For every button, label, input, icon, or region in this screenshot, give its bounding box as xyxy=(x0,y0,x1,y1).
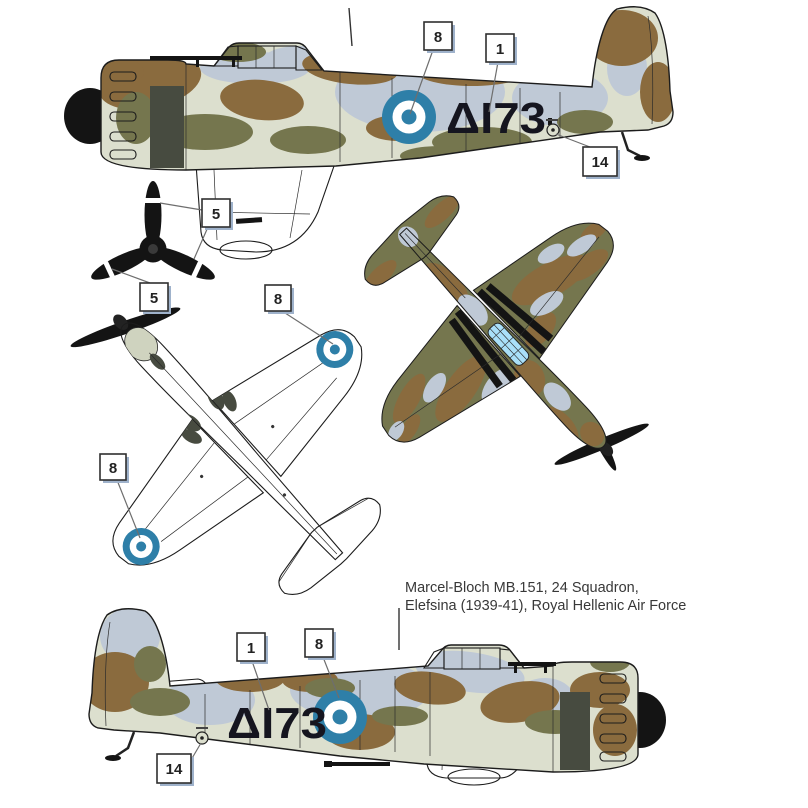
engine-opening xyxy=(150,86,184,168)
top-plan-view xyxy=(353,184,649,471)
callout-number: 1 xyxy=(496,41,504,58)
leader-lines xyxy=(111,49,591,761)
aircraft-code: ΔI73 xyxy=(227,699,327,748)
cowl-louvers xyxy=(599,673,627,762)
engine-opening xyxy=(560,692,590,770)
propeller-detail-view xyxy=(91,181,215,280)
hellenic-roundel xyxy=(382,90,436,144)
callout-top-detail: 14 xyxy=(582,146,620,179)
caption: Marcel-Bloch MB.151, 24 Squadron, Elefsi… xyxy=(405,580,686,614)
antenna-mast xyxy=(348,7,353,47)
propeller-blade xyxy=(91,247,154,280)
caption-line1: Marcel-Bloch MB.151, 24 Squadron, xyxy=(405,580,639,596)
tail-skid xyxy=(115,731,136,758)
caption-line2: Elefsina (1939-41), Royal Hellenic Air F… xyxy=(405,598,686,614)
access-panel-detail xyxy=(195,727,209,745)
hellenic-roundel xyxy=(313,690,367,744)
callout-number: 5 xyxy=(212,206,220,223)
wing-roundel-right xyxy=(316,330,354,368)
tail-skid xyxy=(620,131,641,158)
callout-propeller-lower: 5 xyxy=(139,282,171,314)
callout-bottom-code: 1 xyxy=(236,632,268,664)
wing-gun xyxy=(324,761,390,767)
callout-number: 14 xyxy=(592,154,609,171)
callout-bottom-roundel: 8 xyxy=(304,628,336,660)
callout-number: 8 xyxy=(274,291,282,308)
stencil-mark xyxy=(548,118,552,125)
spinner xyxy=(113,314,129,330)
underside-plan-view xyxy=(70,299,392,607)
landing-gear-fairing xyxy=(195,163,335,253)
callout-top-code: 1 xyxy=(485,33,517,65)
wheel-spat xyxy=(219,240,273,260)
canopy xyxy=(423,647,526,670)
callout-number: 5 xyxy=(150,290,158,307)
bottom-side-profile-view: ΔI73 xyxy=(88,608,666,786)
callout-number: 8 xyxy=(434,29,442,46)
callout-number: 8 xyxy=(315,636,323,653)
wheel-spat xyxy=(447,768,501,786)
wing-roundel-left xyxy=(122,528,160,566)
camouflage-pattern xyxy=(364,195,609,460)
machine-gun xyxy=(150,56,242,67)
callout-number: 1 xyxy=(247,640,255,657)
canopy xyxy=(487,322,530,366)
callout-number: 14 xyxy=(166,761,183,778)
callout-underside-right-roundel: 8 xyxy=(264,284,294,314)
callout-bottom-detail: 14 xyxy=(156,753,194,786)
callout-top-roundel: 8 xyxy=(423,21,455,53)
propeller-blade xyxy=(152,247,215,280)
machine-gun xyxy=(508,662,556,673)
aircraft-code: ΔI73 xyxy=(446,94,546,143)
callout-number: 8 xyxy=(109,460,117,477)
underside-details xyxy=(124,327,370,583)
gear-detail xyxy=(235,217,263,224)
callout-underside-left-roundel: 8 xyxy=(99,453,129,483)
cowl-louvers xyxy=(109,71,137,160)
callout-propeller-upper: 5 xyxy=(201,198,233,230)
access-panel-detail xyxy=(546,119,560,137)
